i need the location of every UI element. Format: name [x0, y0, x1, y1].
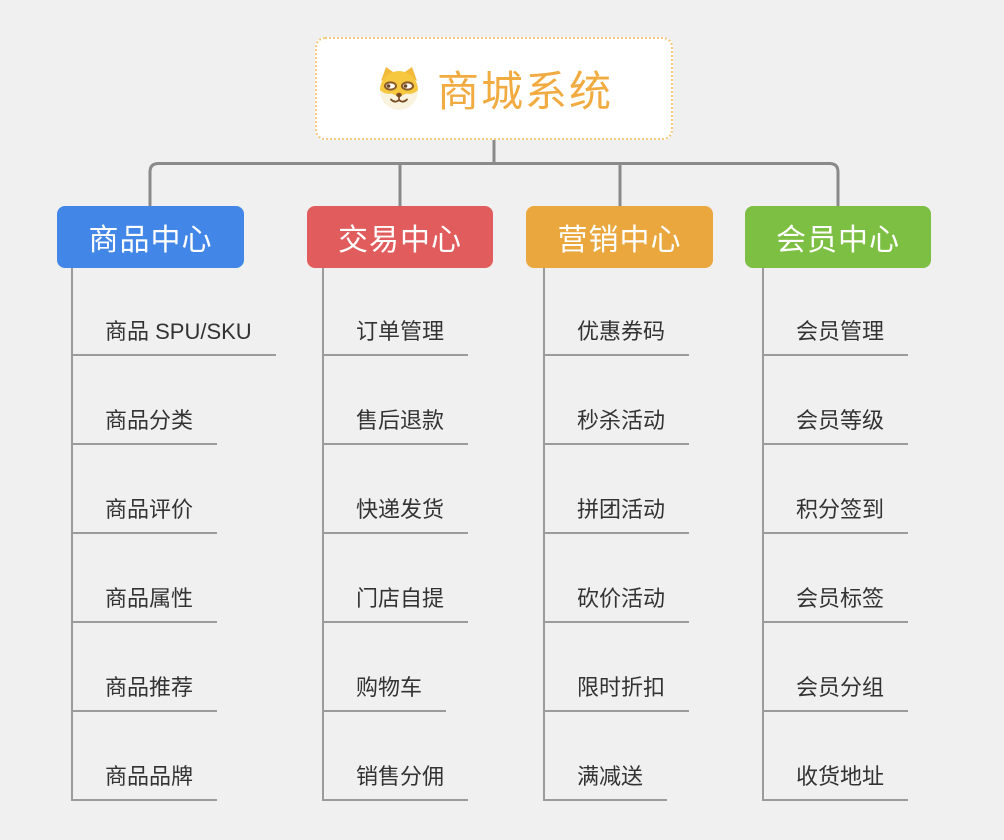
branch-label: 会员中心 — [776, 224, 900, 257]
branch-children-marketing-center: 优惠券码 秒杀活动 拼团活动 砍价活动 限时折扣 满减送 — [543, 268, 690, 801]
leaf-item[interactable]: 订单管理 — [322, 318, 469, 356]
branch-children-trade-center: 订单管理 售后退款 快递发货 门店自提 购物车 销售分佣 — [322, 268, 469, 801]
leaf-item[interactable]: 购物车 — [322, 674, 447, 712]
leaf-item[interactable]: 商品 SPU/SKU — [71, 318, 276, 356]
branch-node-member-center[interactable]: 会员中心 — [745, 206, 931, 268]
leaf-item[interactable]: 商品推荐 — [71, 674, 218, 712]
branch-children-product-center: 商品 SPU/SKU 商品分类 商品评价 商品属性 商品推荐 商品品牌 — [71, 268, 276, 801]
leaf-item[interactable]: 收货地址 — [762, 763, 909, 801]
leaf-item[interactable]: 门店自提 — [322, 585, 469, 623]
leaf-item[interactable]: 销售分佣 — [322, 763, 469, 801]
leaf-item[interactable]: 会员管理 — [762, 318, 909, 356]
doge-icon — [379, 66, 418, 110]
leaf-item[interactable]: 商品评价 — [71, 496, 218, 534]
leaf-item[interactable]: 会员标签 — [762, 585, 909, 623]
branch-node-trade-center[interactable]: 交易中心 — [307, 206, 493, 268]
leaf-item[interactable]: 售后退款 — [322, 407, 469, 445]
root-node[interactable]: 商城系统 — [315, 37, 673, 140]
leaf-item[interactable]: 优惠券码 — [543, 318, 690, 356]
leaf-item[interactable]: 拼团活动 — [543, 496, 690, 534]
leaf-item[interactable]: 砍价活动 — [543, 585, 690, 623]
leaf-item[interactable]: 积分签到 — [762, 496, 909, 534]
branch-label: 营销中心 — [557, 224, 682, 257]
leaf-item[interactable]: 商品品牌 — [71, 763, 218, 801]
root-title: 商城系统 — [436, 68, 613, 115]
leaf-item[interactable]: 商品分类 — [71, 407, 218, 445]
branch-rail-line — [148, 162, 840, 206]
leaf-item[interactable]: 限时折扣 — [543, 674, 690, 712]
leaf-item[interactable]: 秒杀活动 — [543, 407, 690, 445]
leaf-item[interactable]: 会员等级 — [762, 407, 909, 445]
leaf-item[interactable]: 商品属性 — [71, 585, 218, 623]
leaf-item[interactable]: 快递发货 — [322, 496, 469, 534]
branch-label: 交易中心 — [338, 224, 462, 257]
leaf-item[interactable]: 满减送 — [543, 763, 668, 801]
branch-children-member-center: 会员管理 会员等级 积分签到 会员标签 会员分组 收货地址 — [762, 268, 909, 801]
branch-label: 商品中心 — [88, 224, 213, 257]
branch-node-marketing-center[interactable]: 营销中心 — [526, 206, 713, 268]
branch-node-product-center[interactable]: 商品中心 — [57, 206, 244, 268]
leaf-item[interactable]: 会员分组 — [762, 674, 909, 712]
